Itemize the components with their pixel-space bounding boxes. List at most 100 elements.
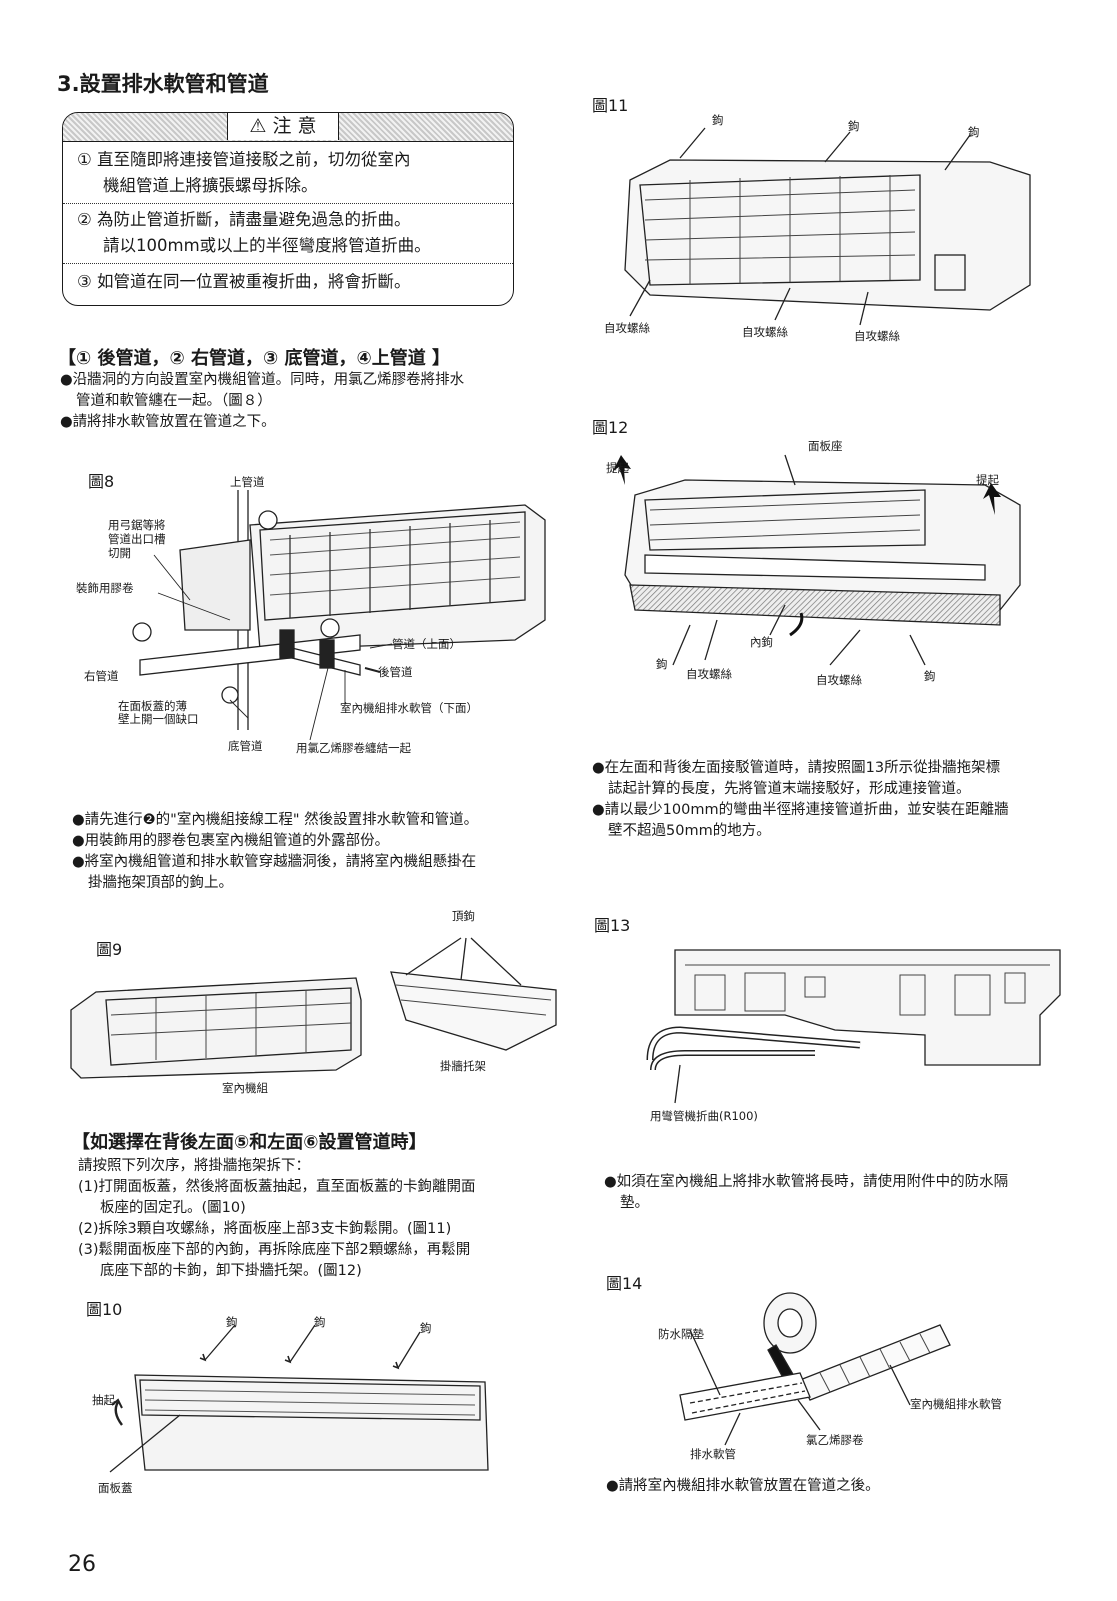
right-bullets-1: ●在左面和背後左面接駁管道時，請按照圖13所示從掛牆拖架標 誌起計算的長度，先將… [592, 758, 1009, 842]
caution-heading: ⚠ 注 意 [227, 113, 339, 140]
fig14-label-pad: 防水隔墊 [658, 1327, 704, 1341]
right-bullets-3: ●請將室內機組排水軟管放置在管道之後。 [606, 1476, 880, 1497]
fig14-label-vinyl-tape: 氯乙烯膠卷 [806, 1433, 864, 1447]
fig8-label-top-pipe: 上管道 [230, 475, 265, 489]
fig14-title: 圖14 [606, 1274, 643, 1293]
label-line: 在面板蓋的薄 [118, 699, 187, 713]
fig8-label-drain-bottom: 室內機組排水軟管（下面） [340, 701, 478, 715]
step-line: 請按照下列次序，將掛牆拖架拆下： [78, 1158, 310, 1174]
fig12-label-screw: 自攻螺絲 [816, 673, 862, 687]
section-number: 3. [57, 72, 80, 96]
fig12-illustration [613, 454, 1021, 666]
fig10-label-hook: 鉤 [226, 1315, 238, 1329]
step-line: 板座的固定孔。(圖10) [100, 1200, 246, 1216]
caution-item-1-line1: ① 直至隨即將連接管道接駁之前，切勿從室內 [77, 150, 411, 169]
bullet-line: ●如須在室內機組上將排水軟管將長時，請使用附件中的防水隔 [604, 1174, 1009, 1190]
bullet-line: 壁不超過50mm的地方。 [608, 823, 771, 839]
fig10-label-hook: 鉤 [314, 1315, 326, 1329]
fig11-label-screw: 自攻螺絲 [742, 325, 788, 339]
section-title-text: 設置排水軟管和管道 [79, 72, 269, 96]
fig11-title: 圖11 [592, 96, 629, 115]
fig12-label-lift: 提起 [976, 473, 999, 487]
label-line: 用弓鋸等將 [108, 518, 166, 532]
caution-item-3-line1: ③ 如管道在同一位置被重複折曲，將會折斷。 [77, 272, 411, 291]
fig11-label-hook: 鉤 [968, 125, 980, 139]
fig8-label-bottom-pipe: 底管道 [228, 739, 263, 753]
fig10-label-hook: 鉤 [420, 1321, 432, 1335]
bullet-line: 誌起計算的長度，先將管道末端接駁好，形成連接管道。 [608, 781, 971, 797]
step-line: (2)拆除3顆自攻螺絲，將面板座上部3支卡鉤鬆開。(圖11) [78, 1221, 452, 1237]
pipes-bullets: ●沿牆洞的方向設置室內機組管道。同時，用氯乙烯膠卷將排水 管道和軟管纏在一起。（… [60, 370, 464, 433]
step-line: (1)打開面板蓋，然後將面板蓋抽起，直至面板蓋的卡鉤離開面 [78, 1179, 476, 1195]
fig10-title: 圖10 [86, 1300, 123, 1319]
bullet-line: ●用裝飾用的膠卷包裹室內機組管道的外露部份。 [72, 833, 390, 849]
fig12-label-lift: 提起 [606, 461, 629, 475]
pipes-heading: 【① 後管道，② 右管道，③ 底管道，④上管道 】 [58, 348, 451, 369]
fig11-label-hook: 鉤 [848, 119, 860, 133]
fig8-label-cut: 用弓鋸等將 管道出口槽 切開 [108, 518, 166, 560]
caution-divider [63, 203, 513, 204]
fig12-title: 圖12 [592, 418, 629, 437]
caution-heading-text: 注 意 [272, 115, 317, 137]
fig12-label-hook: 鉤 [924, 669, 936, 683]
step-line: (3)鬆開面板座下部的內鉤，再拆除底座下部2顆螺絲，再鬆開 [78, 1242, 471, 1258]
warning-icon: ⚠ [249, 115, 267, 137]
bullet-line: ●請將排水軟管放置在管道之下。 [60, 414, 276, 430]
fig14-label-drain-hose: 室內機組排水軟管 [910, 1397, 1002, 1411]
fig13-label-bend: 用彎管機折曲(R100) [650, 1109, 758, 1123]
step-line: 底座下部的卡鉤，卸下掛牆托架。(圖12) [100, 1263, 362, 1279]
label-line: 管道出口槽 [108, 532, 166, 546]
bullet-line: 墊。 [620, 1195, 649, 1211]
caution-box: ⚠ 注 意 ① 直至隨即將連接管道接駁之前，切勿從室內 機組管道上將擴張螺母拆除… [62, 112, 514, 306]
fig8-illustration [132, 490, 546, 741]
fig8-label-notch: 在面板蓋的薄 壁上開一個缺口 [118, 700, 199, 726]
fig13-title: 圖13 [594, 916, 631, 935]
fig8-label-tape: 裝飾用膠卷 [76, 581, 134, 595]
fig8-label-back-pipe: 後管道 [378, 665, 413, 679]
fig9-title: 圖9 [96, 940, 123, 959]
fig8-label-right-pipe: 右管道 [84, 669, 119, 683]
fig11-illustration [624, 127, 1031, 326]
fig8-label-pipe-top: 管道（上面） [392, 637, 461, 651]
fig9-label-unit: 室內機組 [222, 1081, 268, 1095]
fig11-label-hook: 鉤 [712, 113, 724, 127]
bullet-line: ●請以最少100mm的彎曲半徑將連接管道折曲，並安裝在距離牆 [592, 802, 1009, 818]
left-section-heading: 【如選擇在背後左面⑤和左面⑥設置管道時】 [72, 1132, 427, 1153]
fig10-illustration [109, 1324, 489, 1473]
fig10-label-panel-cover: 面板蓋 [98, 1481, 133, 1495]
fig8-title: 圖8 [88, 472, 115, 491]
fig8-label-vinyl: 用氯乙烯膠卷纏結一起 [296, 741, 411, 755]
page-number: 26 [68, 1552, 96, 1577]
fig14-illustration [679, 1292, 951, 1446]
fig12-label-inner-hook: 內鉤 [750, 635, 773, 649]
bullet-line: 管道和軟管纏在一起。（圖８） [76, 393, 272, 409]
fig10-label-lift: 抽起 [92, 1393, 115, 1407]
fig9-illustration [70, 937, 557, 1079]
bullet-line: ●請將室內機組排水軟管放置在管道之後。 [606, 1478, 880, 1494]
caution-item-2: ② 為防止管道折斷，請盡量避免過急的折曲。 請以100mm或以上的半徑彎度將管道… [77, 207, 431, 259]
fig12-label-panel-base: 面板座 [808, 439, 843, 453]
caution-item-1-line2: 機組管道上將擴張螺母拆除。 [103, 176, 318, 195]
install-bullets: ●請先進行❷的"室內機組接線工程" 然後設置排水軟管和管道。 ●用裝飾用的膠卷包… [72, 810, 478, 894]
right-bullets-2: ●如須在室內機組上將排水軟管將長時，請使用附件中的防水隔 墊。 [604, 1172, 1008, 1214]
caution-item-2-line1: ② 為防止管道折斷，請盡量避免過急的折曲。 [77, 210, 411, 229]
caution-item-1: ① 直至隨即將連接管道接駁之前，切勿從室內 機組管道上將擴張螺母拆除。 [77, 147, 411, 199]
fig14-label-drain-pipe: 排水軟管 [690, 1447, 736, 1461]
caution-item-3: ③ 如管道在同一位置被重複折曲，將會折斷。 [77, 269, 411, 295]
fig11-label-screw: 自攻螺絲 [854, 329, 900, 343]
fig12-label-hook: 鉤 [656, 657, 668, 671]
fig9-label-top-hook: 頂鉤 [452, 909, 475, 923]
bullet-line: ●在左面和背後左面接駁管道時，請按照圖13所示從掛牆拖架標 [592, 760, 1001, 776]
caution-item-2-line2: 請以100mm或以上的半徑彎度將管道折曲。 [103, 236, 431, 255]
fig11-label-screw: 自攻螺絲 [604, 321, 650, 335]
left-section-steps: 請按照下列次序，將掛牆拖架拆下： (1)打開面板蓋，然後將面板蓋抽起，直至面板蓋… [78, 1156, 476, 1282]
caution-divider [63, 263, 513, 264]
bullet-line: ●將室內機組管道和排水軟管穿越牆洞後，請將室內機組懸掛在 [72, 854, 477, 870]
section-title: 3.設置排水軟管和管道 [57, 68, 269, 98]
fig12-label-screw: 自攻螺絲 [686, 667, 732, 681]
fig13-illustration [646, 949, 1061, 1104]
bullet-line: ●請先進行❷的"室內機組接線工程" 然後設置排水軟管和管道。 [72, 812, 479, 828]
label-line: 切開 [108, 546, 131, 560]
label-line: 壁上開一個缺口 [118, 712, 199, 726]
caution-header: ⚠ 注 意 [63, 113, 513, 142]
